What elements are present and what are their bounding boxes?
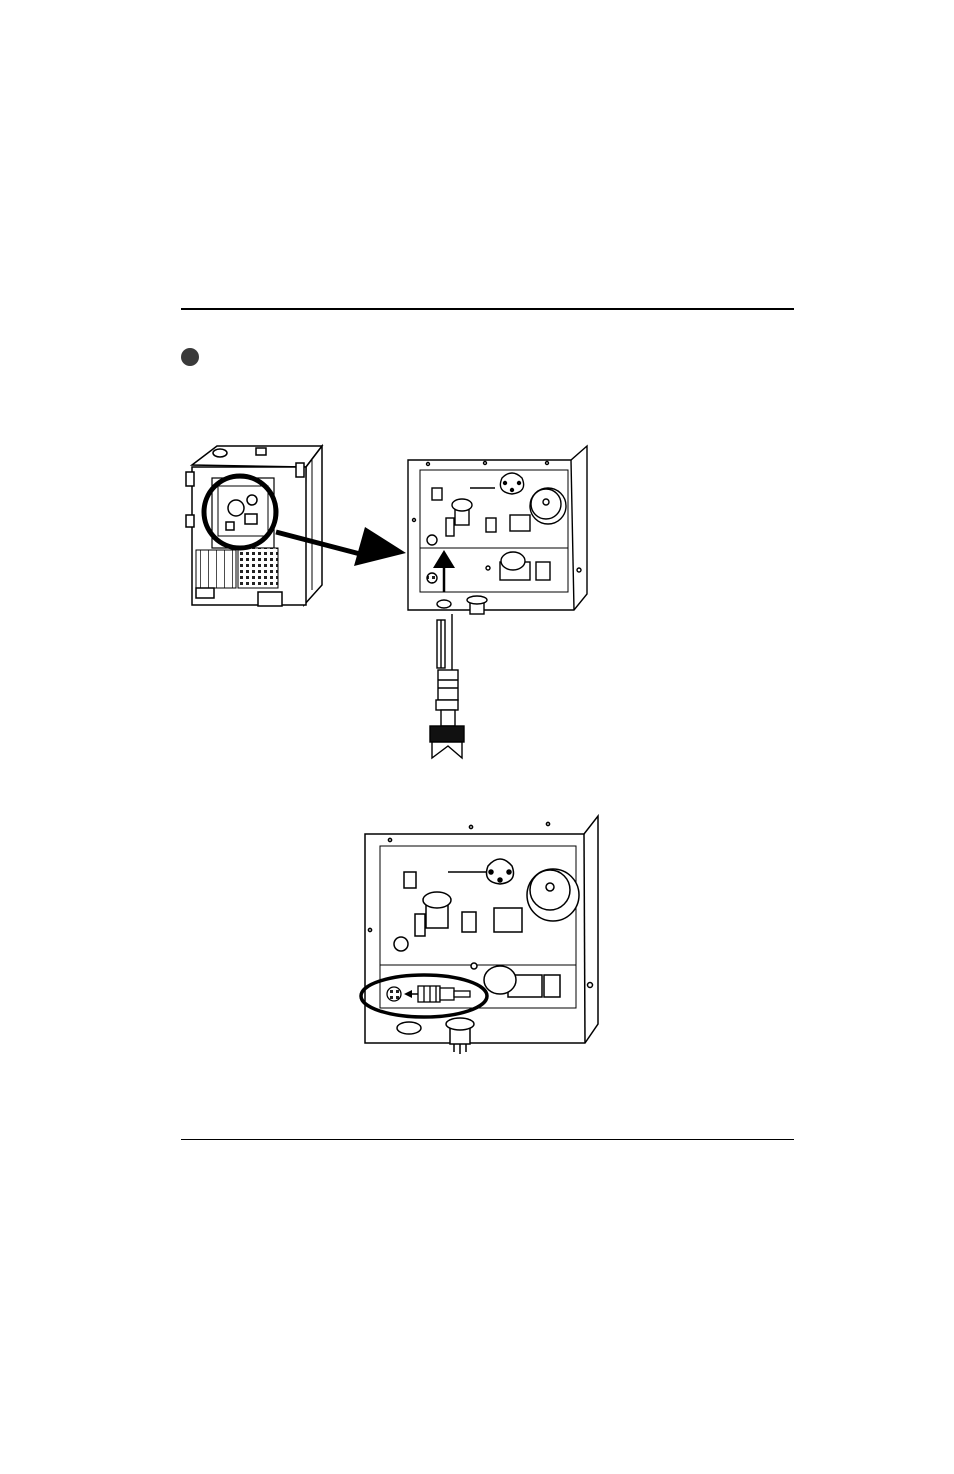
fitting-detail	[386, 985, 471, 1003]
top-rule	[181, 308, 794, 310]
highlight-circle	[201, 473, 279, 551]
insert-arrow-icon	[433, 550, 455, 592]
highlight-ellipse	[359, 973, 489, 1019]
step-bullet-icon	[181, 348, 199, 366]
hose-assembly	[429, 614, 465, 760]
panel-detail-figure-1	[407, 444, 588, 615]
zoom-arrow-icon	[275, 527, 406, 566]
bottom-rule	[181, 1139, 794, 1140]
remove-fitting-arrow-icon	[404, 990, 418, 998]
panel-detail-figure-2	[364, 813, 599, 1054]
